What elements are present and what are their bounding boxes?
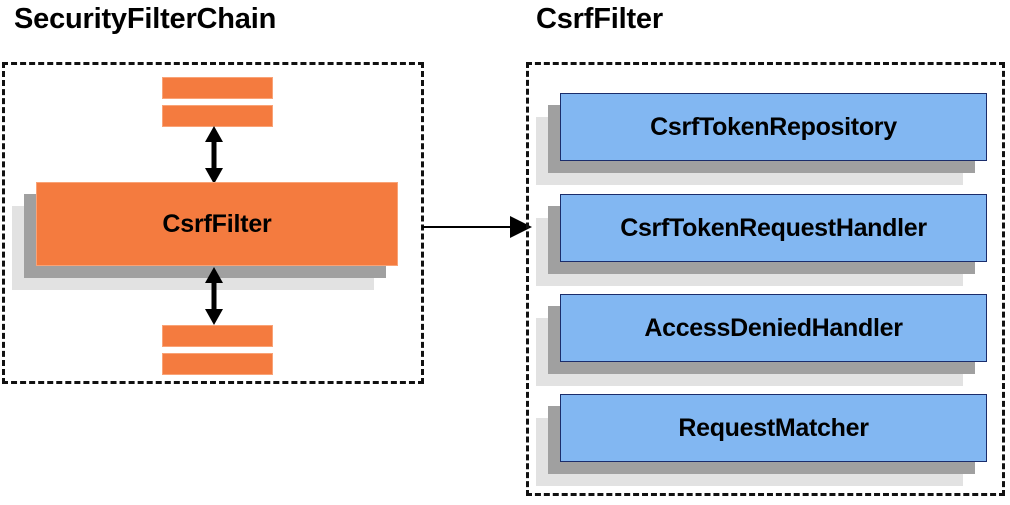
- collaborator-card-face: CsrfTokenRequestHandler: [560, 194, 987, 262]
- csrffilter-card-face: CsrfFilter: [36, 182, 398, 266]
- right-panel-title: CsrfFilter: [536, 3, 663, 35]
- collaborator-card-label: CsrfTokenRequestHandler: [620, 213, 927, 242]
- collaborator-card-label: CsrfTokenRepository: [650, 112, 897, 141]
- chain-arrow-above-csrffilter: [205, 126, 223, 184]
- collaborator-card-csrftokenrepository[interactable]: CsrfTokenRepository: [536, 93, 987, 185]
- left-panel-title: SecurityFilterChain: [14, 3, 277, 35]
- collaborator-card-face: RequestMatcher: [560, 394, 987, 462]
- collaborator-card-label: AccessDeniedHandler: [644, 313, 903, 342]
- chain-arrow-below-csrffilter: [205, 267, 223, 325]
- csrffilter-group-box: [526, 62, 1005, 496]
- csrffilter-card[interactable]: CsrfFilter: [12, 182, 398, 290]
- securityfilterchain-group-box: [2, 62, 424, 384]
- collaborator-card-accessdeniedhandler[interactable]: AccessDeniedHandler: [536, 294, 987, 386]
- collaborator-card-requestmatcher[interactable]: RequestMatcher: [536, 394, 987, 486]
- filter-bar-bottom-1: [162, 325, 273, 347]
- csrffilter-expansion-arrow: [422, 216, 532, 238]
- filter-bar-bottom-2: [162, 353, 273, 375]
- collaborator-card-label: RequestMatcher: [678, 413, 869, 442]
- filter-bar-top-1: [162, 77, 273, 99]
- collaborator-card-face: CsrfTokenRepository: [560, 93, 987, 161]
- collaborator-card-csrftokenrequesthandler[interactable]: CsrfTokenRequestHandler: [536, 194, 987, 286]
- collaborator-card-face: AccessDeniedHandler: [560, 294, 987, 362]
- csrffilter-card-label: CsrfFilter: [162, 209, 272, 238]
- filter-bar-top-2: [162, 105, 273, 127]
